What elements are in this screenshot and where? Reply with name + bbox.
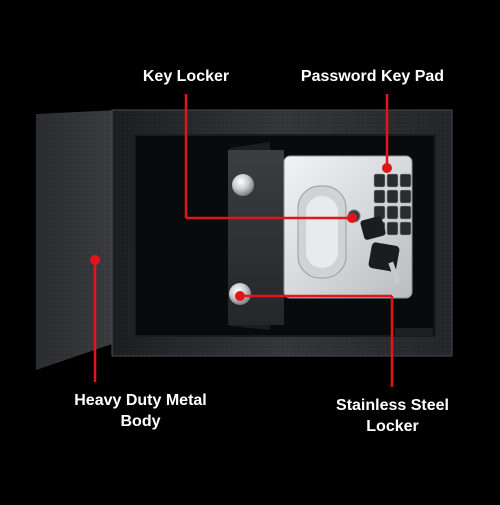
- callout-dot-steel-locker: [235, 291, 245, 301]
- steel-locker-line1: Stainless Steel: [336, 397, 449, 414]
- key-locker-text: Key Locker: [142, 68, 230, 85]
- keys-icon: [360, 216, 401, 285]
- steel-locker-line2: Locker: [366, 418, 419, 435]
- keypad-key: [399, 189, 412, 204]
- keypad-key: [373, 189, 386, 204]
- keypad-key: [386, 205, 399, 220]
- callout-dot-key-locker: [347, 213, 357, 223]
- callout-label-key-locker: Key Locker: [126, 66, 246, 87]
- keypad-key: [399, 173, 412, 188]
- keypad-key: [386, 173, 399, 188]
- password-key-pad-text: Password Key Pad: [300, 68, 445, 85]
- keypad-key: [386, 189, 399, 204]
- brand-badge: [395, 328, 433, 336]
- keypad-key: [386, 221, 399, 236]
- keypad-key: [373, 173, 386, 188]
- metal-body-line1: Heavy Duty Metal: [74, 392, 207, 409]
- keypad-key: [399, 221, 412, 236]
- hinge-knob-top: [232, 174, 254, 196]
- metal-body-line2: Body: [120, 413, 161, 430]
- keypad-key: [399, 205, 412, 220]
- callout-dot-keypad: [382, 163, 392, 173]
- callout-label-metal-body: Heavy Duty Metal Body: [58, 390, 223, 432]
- callout-lines: [93, 94, 394, 387]
- callout-dot-body: [90, 255, 100, 265]
- callout-label-steel-locker: Stainless Steel Locker: [320, 395, 465, 437]
- callout-label-password-key-pad: Password Key Pad: [280, 66, 465, 87]
